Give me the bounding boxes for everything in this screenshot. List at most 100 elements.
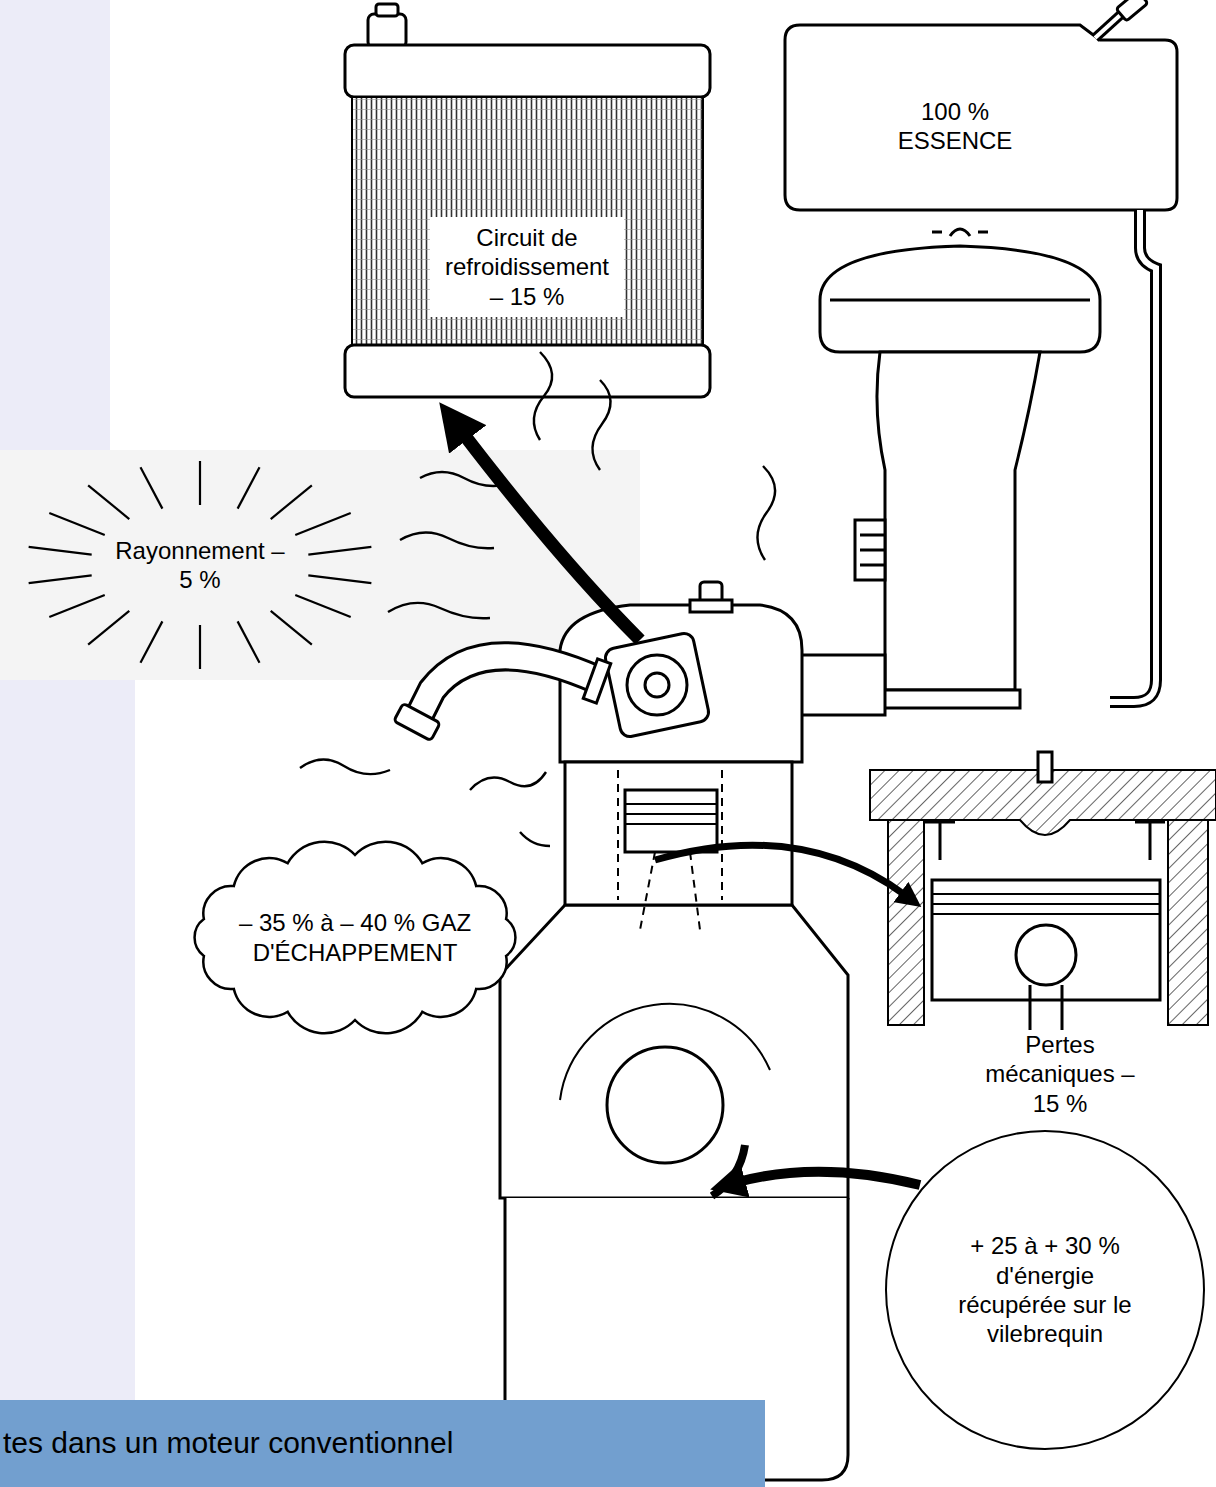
heat-wave-lines-part xyxy=(592,380,610,470)
carburettor-drawing-part xyxy=(820,246,1100,352)
radiator-drawing-part xyxy=(345,345,710,397)
fuel-tank-drawing-part xyxy=(1116,0,1148,21)
engine-drawing-part xyxy=(645,673,669,697)
heat-wave-lines xyxy=(300,352,775,846)
radiation-ray xyxy=(29,547,92,555)
caption-text: tes dans un moteur conventionnel xyxy=(0,1425,453,1462)
piston-detail-drawing xyxy=(870,752,1216,1030)
radiation-ray xyxy=(49,513,104,535)
radiation-ray xyxy=(29,575,92,583)
radiator-drawing-part xyxy=(368,14,406,48)
radiation-ray xyxy=(140,467,162,508)
exhaust-pipe-drawing-part xyxy=(583,659,611,703)
engine-drawing-part xyxy=(640,852,700,930)
heat-wave-lines-part xyxy=(388,603,490,618)
radiator-drawing-part xyxy=(376,4,398,16)
piston-detail-drawing-part xyxy=(1038,752,1052,782)
exhaust-pipe-drawing-part xyxy=(394,703,440,740)
radiation-ray xyxy=(199,625,201,669)
heat-wave-lines-part xyxy=(520,832,550,846)
energy-flow-arrows xyxy=(462,432,920,1196)
engine-drawing-part xyxy=(607,1047,723,1163)
engine-drawing-part xyxy=(565,762,792,905)
carburettor-drawing-part xyxy=(860,535,885,565)
radiation-ray xyxy=(88,611,129,645)
piston-detail-drawing-part xyxy=(1168,820,1208,1025)
radiator-drawing-part xyxy=(345,45,710,97)
radiation-ray xyxy=(308,547,371,555)
node-text: + 25 à + 30 % d'énergie récupérée sur le… xyxy=(939,1231,1151,1348)
engine-drawing-part xyxy=(500,905,848,1198)
exhaust-pipe-drawing xyxy=(394,656,611,740)
piston-detail-drawing-part xyxy=(888,820,924,1025)
energy-flow-arrows-part xyxy=(712,1145,745,1196)
radiator-drawing-part xyxy=(352,97,703,345)
carburettor-drawing xyxy=(800,229,1100,715)
crankshaft-energy-circle: + 25 à + 30 % d'énergie récupérée sur le… xyxy=(885,1130,1205,1450)
radiator-label-box: Circuit de refroidissement – 15 % xyxy=(430,217,624,317)
piston-detail-drawing-part xyxy=(932,894,1160,914)
fuel-tank-drawing-part xyxy=(785,25,1177,210)
piston-detail-drawing-part xyxy=(932,880,1160,1000)
exhaust-pipe-drawing-part xyxy=(418,656,598,718)
carburettor-drawing-part xyxy=(855,520,885,580)
radiation-ray xyxy=(88,485,129,519)
loss-label: Pertes mécaniques – 15 % xyxy=(975,1030,1145,1118)
carburettor-drawing-part xyxy=(880,690,1020,708)
engine-drawing-part xyxy=(625,790,717,852)
carburettor-drawing-part xyxy=(830,299,1090,302)
scan-background-part xyxy=(0,450,640,680)
radiator-drawing xyxy=(345,4,710,397)
radiation-burst: Rayonnement – 5 % xyxy=(20,455,380,675)
radiation-ray xyxy=(199,461,201,505)
node-text: 100 % ESSENCE xyxy=(885,97,1025,156)
exhaust-cloud: – 35 % à – 40 % GAZ D'ÉCHAPPEMENT xyxy=(185,840,525,1035)
piston-detail-drawing-part xyxy=(1016,925,1076,985)
energy-flow-arrows-part xyxy=(738,1172,920,1185)
radiation-ray xyxy=(295,595,350,617)
radiation-ray xyxy=(140,621,162,662)
engine-drawing-part xyxy=(627,655,687,715)
radiation-ray xyxy=(308,575,371,583)
radiation-ray xyxy=(238,621,260,662)
engine-drawing-part xyxy=(625,804,717,824)
burst-rays xyxy=(20,455,380,675)
piston-detail-drawing-part xyxy=(1030,985,1062,1030)
energy-flow-arrows-part xyxy=(462,432,640,640)
fuel-tank-label: 100 % ESSENCE xyxy=(868,78,1042,174)
engine-drawing-part xyxy=(690,600,732,612)
heat-wave-lines-part xyxy=(534,352,552,440)
carburettor-drawing-part xyxy=(932,229,988,236)
engine-drawing-part xyxy=(560,605,802,762)
radiation-ray xyxy=(49,595,104,617)
caption-band: tes dans un moteur conventionnel xyxy=(0,1400,765,1487)
cloud-outline xyxy=(195,842,516,1034)
node-text: Rayonnement – 5 % xyxy=(115,536,285,595)
heat-wave-lines-part xyxy=(757,466,775,560)
radiation-ray xyxy=(271,485,312,519)
heat-wave-lines-part xyxy=(300,759,390,774)
fuel-tank-drawing-part xyxy=(1110,210,1156,702)
node-text: – 35 % à – 40 % GAZ D'ÉCHAPPEMENT xyxy=(235,908,475,967)
radiation-ray xyxy=(295,513,350,535)
engine-drawing-part xyxy=(604,632,711,739)
node-text: Circuit de refroidissement – 15 % xyxy=(436,223,618,311)
engine-drawing xyxy=(500,582,848,1480)
fuel-tank-drawing xyxy=(785,0,1177,702)
heat-wave-lines-part xyxy=(400,532,494,548)
carburettor-drawing-part xyxy=(800,655,885,715)
piston-detail-drawing-part xyxy=(925,822,1165,860)
fuel-tank-drawing-part xyxy=(1110,210,1156,702)
radiation-ray xyxy=(238,467,260,508)
energy-flow-arrows-part xyxy=(655,845,905,895)
carburettor-drawing-part xyxy=(877,352,1040,690)
cloud-outline xyxy=(185,840,525,1035)
exhaust-pipe-drawing-part xyxy=(418,656,598,718)
